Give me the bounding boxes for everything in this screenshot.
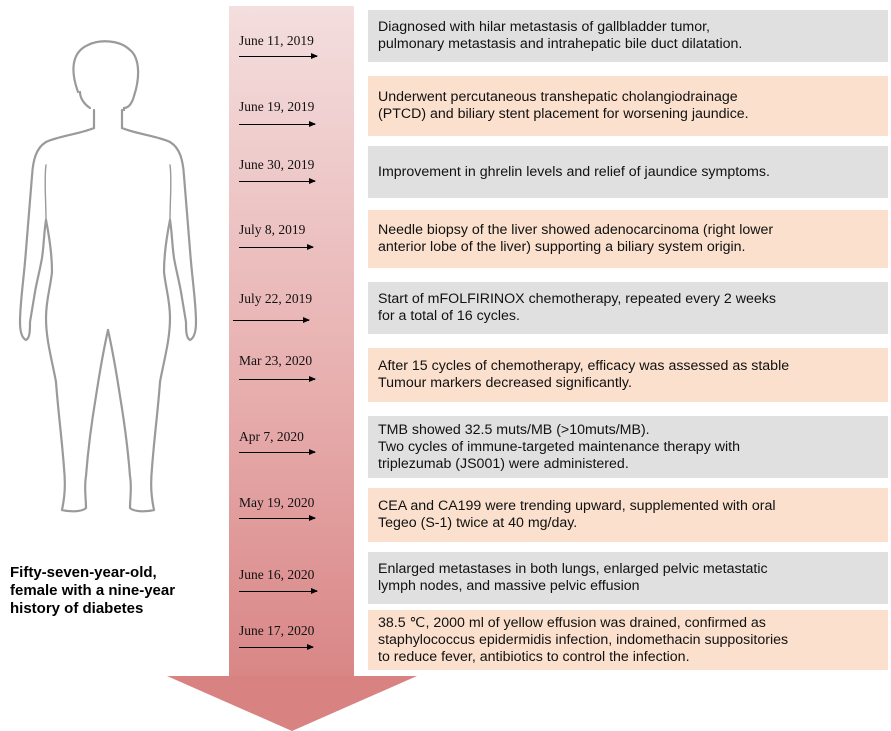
timeline-tick-arrow [239,121,316,127]
timeline-date: July 8, 2019 [239,222,306,237]
human-figure-icon [18,40,198,513]
timeline-date: June 19, 2019 [239,99,315,114]
timeline-date: June 16, 2020 [239,567,315,582]
timeline-arrow-shaft [229,6,354,676]
event-text: Needle biopsy of the liver showed adenoc… [378,222,774,255]
timeline-tick-arrow [233,317,310,323]
timeline-date: Mar 23, 2020 [239,353,313,368]
timeline-event: After 15 cycles of chemotherapy, efficac… [368,348,888,402]
timeline-arrow-head [167,676,417,731]
timeline-event: Enlarged metastases in both lungs, enlar… [368,552,888,604]
timeline-event: CEA and CA199 were trending upward, supp… [368,488,888,542]
timeline-event: 38.5 ℃, 2000 ml of yellow effusion was d… [368,610,888,670]
timeline-tick-arrow [239,53,318,59]
timeline-date: July 22, 2019 [239,291,313,306]
timeline-event: Diagnosed with hilar metastasis of gallb… [368,10,888,62]
event-text: CEA and CA199 were trending upward, supp… [378,498,776,531]
timeline-date: June 30, 2019 [239,157,315,172]
timeline-tick-arrow [239,449,316,455]
event-text: Improvement in ghrelin levels and relief… [378,163,770,180]
timeline-date: June 11, 2019 [239,33,314,48]
event-text: Enlarged metastases in both lungs, enlar… [378,561,768,594]
timeline-event: Start of mFOLFIRINOX chemotherapy, repea… [368,282,888,334]
timeline-tick-arrow [239,515,316,521]
event-text: Underwent percutaneous transhepatic chol… [378,89,749,122]
timeline-event: Needle biopsy of the liver showed adenoc… [368,210,888,268]
timeline-event: TMB showed 32.5 muts/MB (>10muts/MB). Tw… [368,416,888,478]
timeline-tick-arrow [239,644,314,650]
timeline-tick-arrow [239,376,316,382]
timeline-tick-arrow [239,588,318,594]
timeline-event: Underwent percutaneous transhepatic chol… [368,76,888,136]
event-text: Diagnosed with hilar metastasis of gallb… [378,19,743,52]
patient-caption: Fifty-seven-year-old, female with a nine… [10,564,176,617]
timeline-tick-arrow [239,244,314,250]
event-text: 38.5 ℃, 2000 ml of yellow effusion was d… [378,614,789,665]
timeline-date: May 19, 2020 [239,495,315,510]
event-text: TMB showed 32.5 muts/MB (>10muts/MB). Tw… [378,421,740,472]
timeline-date: Apr 7, 2020 [239,429,304,444]
timeline-event: Improvement in ghrelin levels and relief… [368,146,888,198]
timeline-date: June 17, 2020 [239,623,315,638]
timeline-tick-arrow [239,178,316,184]
event-text: Start of mFOLFIRINOX chemotherapy, repea… [378,291,776,324]
event-text: After 15 cycles of chemotherapy, efficac… [378,358,790,391]
